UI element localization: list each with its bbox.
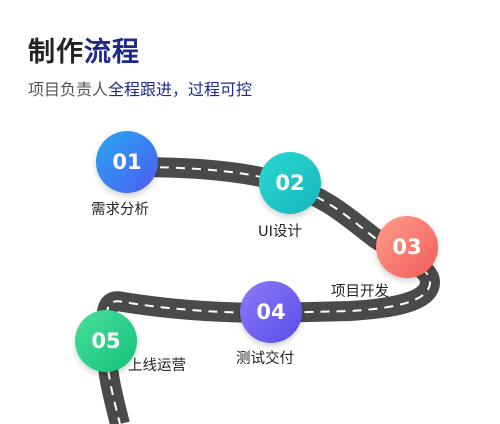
step-4-number: 04 bbox=[256, 300, 285, 324]
step-marker-3: 03 bbox=[376, 216, 438, 278]
subtitle-prefix: 项目负责人 bbox=[28, 80, 109, 99]
step-1-number: 01 bbox=[112, 150, 141, 174]
step-1-label: 需求分析 bbox=[91, 202, 149, 218]
title-prefix: 制作 bbox=[28, 37, 84, 68]
step-5-circle bbox=[75, 310, 137, 372]
title-accent: 流程 bbox=[84, 37, 140, 68]
page-subtitle: 项目负责人全程跟进，过程可控 bbox=[28, 76, 252, 100]
step-marker-2: 02 bbox=[259, 152, 321, 214]
step-1-circle bbox=[96, 131, 158, 193]
step-4-label: 测试交付 bbox=[236, 351, 294, 367]
step-3-label: 项目开发 bbox=[331, 284, 389, 300]
page-title: 制作流程 bbox=[28, 30, 140, 69]
step-3-circle bbox=[376, 216, 438, 278]
step-2-number: 02 bbox=[275, 171, 304, 195]
step-marker-5: 05 bbox=[75, 310, 137, 372]
step-marker-4: 04 bbox=[240, 281, 302, 343]
step-2-label: UI设计 bbox=[258, 224, 302, 240]
step-2-circle bbox=[259, 152, 321, 214]
step-5-number: 05 bbox=[91, 329, 120, 353]
subtitle-accent: 全程跟进，过程可控 bbox=[108, 80, 253, 99]
step-marker-1: 01 bbox=[96, 131, 158, 193]
step-4-circle bbox=[240, 281, 302, 343]
step-5-label: 上线运营 bbox=[128, 358, 186, 374]
step-3-number: 03 bbox=[392, 235, 421, 259]
